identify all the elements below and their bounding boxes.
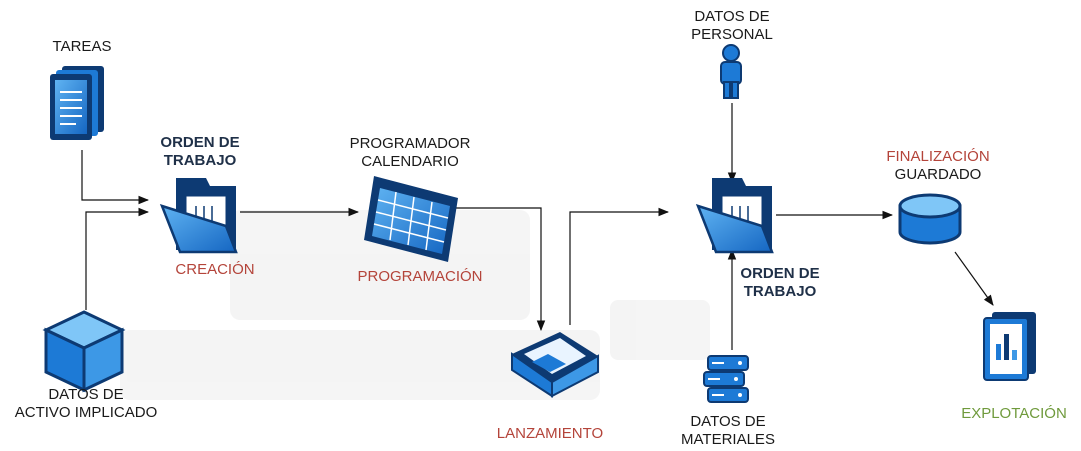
open-folder-icon — [159, 178, 238, 254]
label-orden-trabajo-2-line2: TRABAJO — [743, 283, 817, 300]
arrow-tareas-to-orden — [81, 150, 150, 205]
report-icon — [983, 312, 1036, 381]
label-datos-personal-line1: DATOS DE — [694, 8, 770, 25]
label-datos-activo-line2: ACTIVO IMPLICADO — [14, 404, 158, 421]
label-datos-materiales-line1: DATOS DE — [690, 413, 766, 430]
label-explotacion: EXPLOTACIÓN — [961, 405, 1067, 422]
calendar-grid-icon — [364, 176, 458, 262]
label-orden-trabajo-2: ORDEN DE TRABAJO — [720, 265, 840, 301]
arrow-guardado-to-explotacion — [954, 251, 994, 306]
label-datos-materiales-line2: MATERIALES — [681, 431, 775, 448]
cube-icon — [42, 310, 126, 393]
label-programacion: PROGRAMACIÓN — [357, 268, 483, 285]
label-orden-trabajo-1: ORDEN DE TRABAJO — [140, 134, 260, 170]
inbox-tray-icon — [511, 332, 599, 398]
label-datos-activo-line1: DATOS DE — [48, 386, 124, 403]
watermark-background — [120, 210, 710, 400]
label-datos-materiales: DATOS DE MATERIALES — [668, 413, 788, 449]
database-icon — [898, 193, 962, 245]
label-datos-activo: DATOS DE ACTIVO IMPLICADO — [0, 386, 172, 422]
label-tareas: TAREAS — [52, 38, 112, 55]
server-stack-icon — [703, 355, 749, 403]
label-orden-trabajo-1-line2: TRABAJO — [163, 152, 237, 169]
label-creacion: CREACIÓN — [175, 261, 255, 278]
person-icon — [720, 44, 742, 99]
label-programador-line2: CALENDARIO — [361, 153, 459, 170]
arrow-programador-to-lanzamiento — [456, 207, 546, 332]
connectors — [81, 103, 994, 350]
arrow-lanzamiento-to-orden2 — [569, 207, 670, 325]
label-programador-line1: PROGRAMADOR — [349, 135, 471, 152]
label-programador: PROGRAMADOR CALENDARIO — [340, 135, 480, 171]
label-lanzamiento: LANZAMIENTO — [496, 425, 604, 442]
document-stack-icon — [50, 66, 104, 140]
label-guardado: GUARDADO — [894, 166, 982, 183]
arrow-activo-to-orden — [85, 207, 150, 310]
label-orden-trabajo-2-line1: ORDEN DE — [740, 265, 820, 282]
open-folder-icon — [695, 178, 774, 254]
label-finalizacion: FINALIZACIÓN — [886, 148, 990, 165]
label-orden-trabajo-1-line1: ORDEN DE — [160, 134, 240, 151]
label-datos-personal-line2: PERSONAL — [691, 26, 773, 43]
label-datos-personal: DATOS DE PERSONAL — [672, 8, 792, 44]
